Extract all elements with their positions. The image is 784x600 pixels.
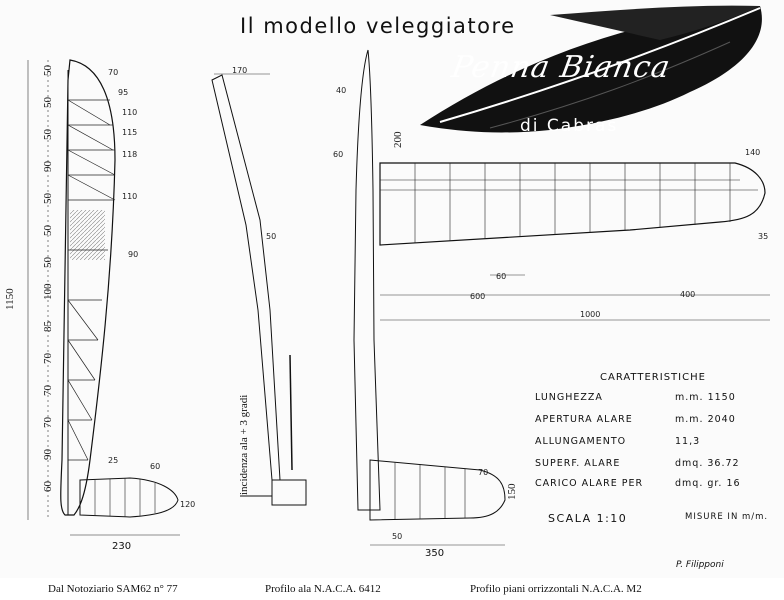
tail-width-dim: 230 [112,541,132,552]
stab-dim-50: 50 [392,532,403,541]
stab-dim-70: 70 [478,468,489,477]
wing-dim-140: 140 [745,148,761,157]
wing-dim-400: 400 [680,290,696,299]
stab-dim-350: 350 [425,548,445,559]
fuselage-segment-dim: 50 [42,65,54,76]
fuselage-segment-dim: 50 [42,129,54,140]
wing-dim-600: 600 [470,292,486,301]
width-110b: 110 [122,192,138,201]
spec-label: APERTURA ALARE [535,414,633,425]
drawing-sheet: Il modello veleggiatore Penna Bianca di … [4,5,770,570]
width-110: 110 [122,108,138,117]
spec-value: dmq. gr. 16 [675,478,741,489]
wing-dim-35: 35 [758,232,769,241]
side-mid-dim: 50 [266,232,277,241]
stab-dim-150: 150 [506,483,518,501]
fuselage-segment-dim: 50 [42,193,54,204]
fuselage-segment-dim: 50 [42,225,54,236]
fuselage-segment-dim: 85 [42,321,54,332]
fuselage-segment-dim: 50 [42,257,54,268]
spec-value: m.m. 2040 [675,414,736,425]
fuselage-segment-dim: 90 [42,161,54,172]
spec-value: 11,3 [675,436,701,447]
wing-dim-1000: 1000 [580,310,601,319]
fuselage-length-dim: 1150 [4,288,16,310]
spec-label: ALLUNGAMENTO [535,436,627,447]
wing-dim-60b: 60 [496,272,507,281]
side-top-dim: 170 [232,66,248,75]
specs-heading: CARATTERISTICHE [600,372,706,383]
incidence-label: incidenza ala + 3 gradi [238,394,250,495]
fuselage-segment-dim: 100 [42,283,54,301]
tail-height-dim: 60 [150,462,161,471]
units-label: MISURE IN m/m. [685,512,769,522]
spec-value: m.m. 1150 [675,392,736,403]
spec-label: LUNGHEZZA [535,392,603,403]
scale-label: SCALA 1:10 [548,512,628,525]
footer-wing-profile: Profilo ala N.A.C.A. 6412 [265,583,381,595]
spec-label: CARICO ALARE PER [535,478,644,489]
fuselage-top-view [27,59,180,536]
wing-dim-60: 60 [333,150,344,159]
fuselage-side-view [211,73,307,506]
feather-logo [420,5,762,133]
width-115: 115 [122,128,138,137]
fuselage-segment-dim: 70 [42,417,54,428]
spec-label: SUPERF. ALARE [535,458,621,469]
tail-120-dim: 120 [180,500,196,509]
fuselage-segment-dim: 90 [42,449,54,460]
width-118: 118 [122,150,138,159]
fuselage-segment-dim: 50 [42,97,54,108]
bottom-dim: 25 [108,456,119,465]
wing-plan-view [353,49,770,546]
footer-source: Dal Notoziario SAM62 n° 77 [48,583,178,595]
wing-dim-40: 40 [336,86,347,95]
wing-dim-200: 200 [392,131,404,149]
fuselage-segment-dim: 70 [42,385,54,396]
width-95: 95 [118,88,129,97]
footer-tail-profile: Profilo piani orrizzontali N.A.C.A. M2 [470,583,642,595]
fuselage-segment-dim: 60 [42,481,54,492]
drawing-title: Il modello veleggiatore [240,14,516,38]
width-70: 70 [108,68,119,77]
spec-value: dmq. 36.72 [675,458,740,469]
width-90: 90 [128,250,139,259]
author-line: di Cabras [520,116,619,136]
signature: P. Filipponi [676,560,724,570]
fuselage-segment-dim: 70 [42,353,54,364]
